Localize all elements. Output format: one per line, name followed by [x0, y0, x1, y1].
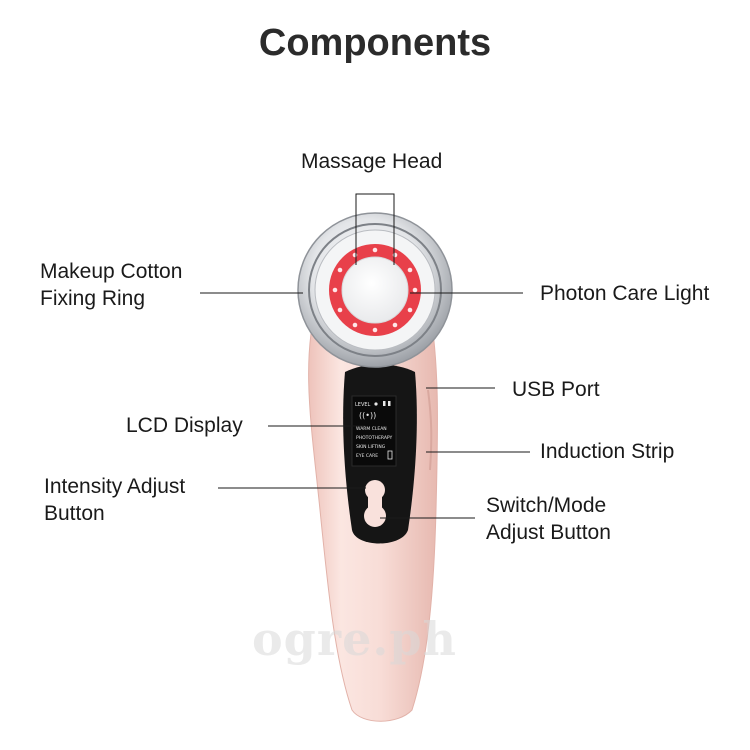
- lcd-mode-4: EYE CARE: [356, 453, 378, 459]
- lcd-screen: [351, 395, 397, 467]
- lcd-mode-2: PHOTOTHERAPY: [356, 435, 393, 441]
- label-massage-head: Massage Head: [301, 150, 443, 173]
- label-usb-port: USB Port: [512, 378, 600, 401]
- label-photon-care-light: Photon Care Light: [540, 282, 710, 305]
- watermark: ogre.ph: [252, 612, 457, 666]
- lcd-mode-3: SKIN LIFTING: [356, 444, 386, 450]
- label-lcd-display: LCD Display: [126, 414, 243, 437]
- label-intensity-adjust-button: Intensity Adjust Button: [44, 475, 186, 525]
- led-dots: [332, 247, 418, 333]
- label-makeup-cotton-fixing-ring: Makeup Cotton Fixing Ring: [40, 260, 183, 310]
- label-induction-strip: Induction Strip: [540, 440, 675, 463]
- massage-head: [341, 256, 409, 324]
- page-title: Components: [258, 22, 492, 64]
- lcd-mode-1: WARM CLEAN: [356, 426, 387, 432]
- leader-lines: [200, 193, 530, 519]
- lcd-battery-icon: [387, 450, 393, 460]
- induction-strip: [427, 389, 433, 471]
- lcd-wave-icon: ((•)): [359, 411, 376, 420]
- lcd-level-text: LEVEL: [355, 402, 371, 408]
- label-switch-mode-adjust-button: Switch/Mode Adjust Button: [486, 494, 611, 544]
